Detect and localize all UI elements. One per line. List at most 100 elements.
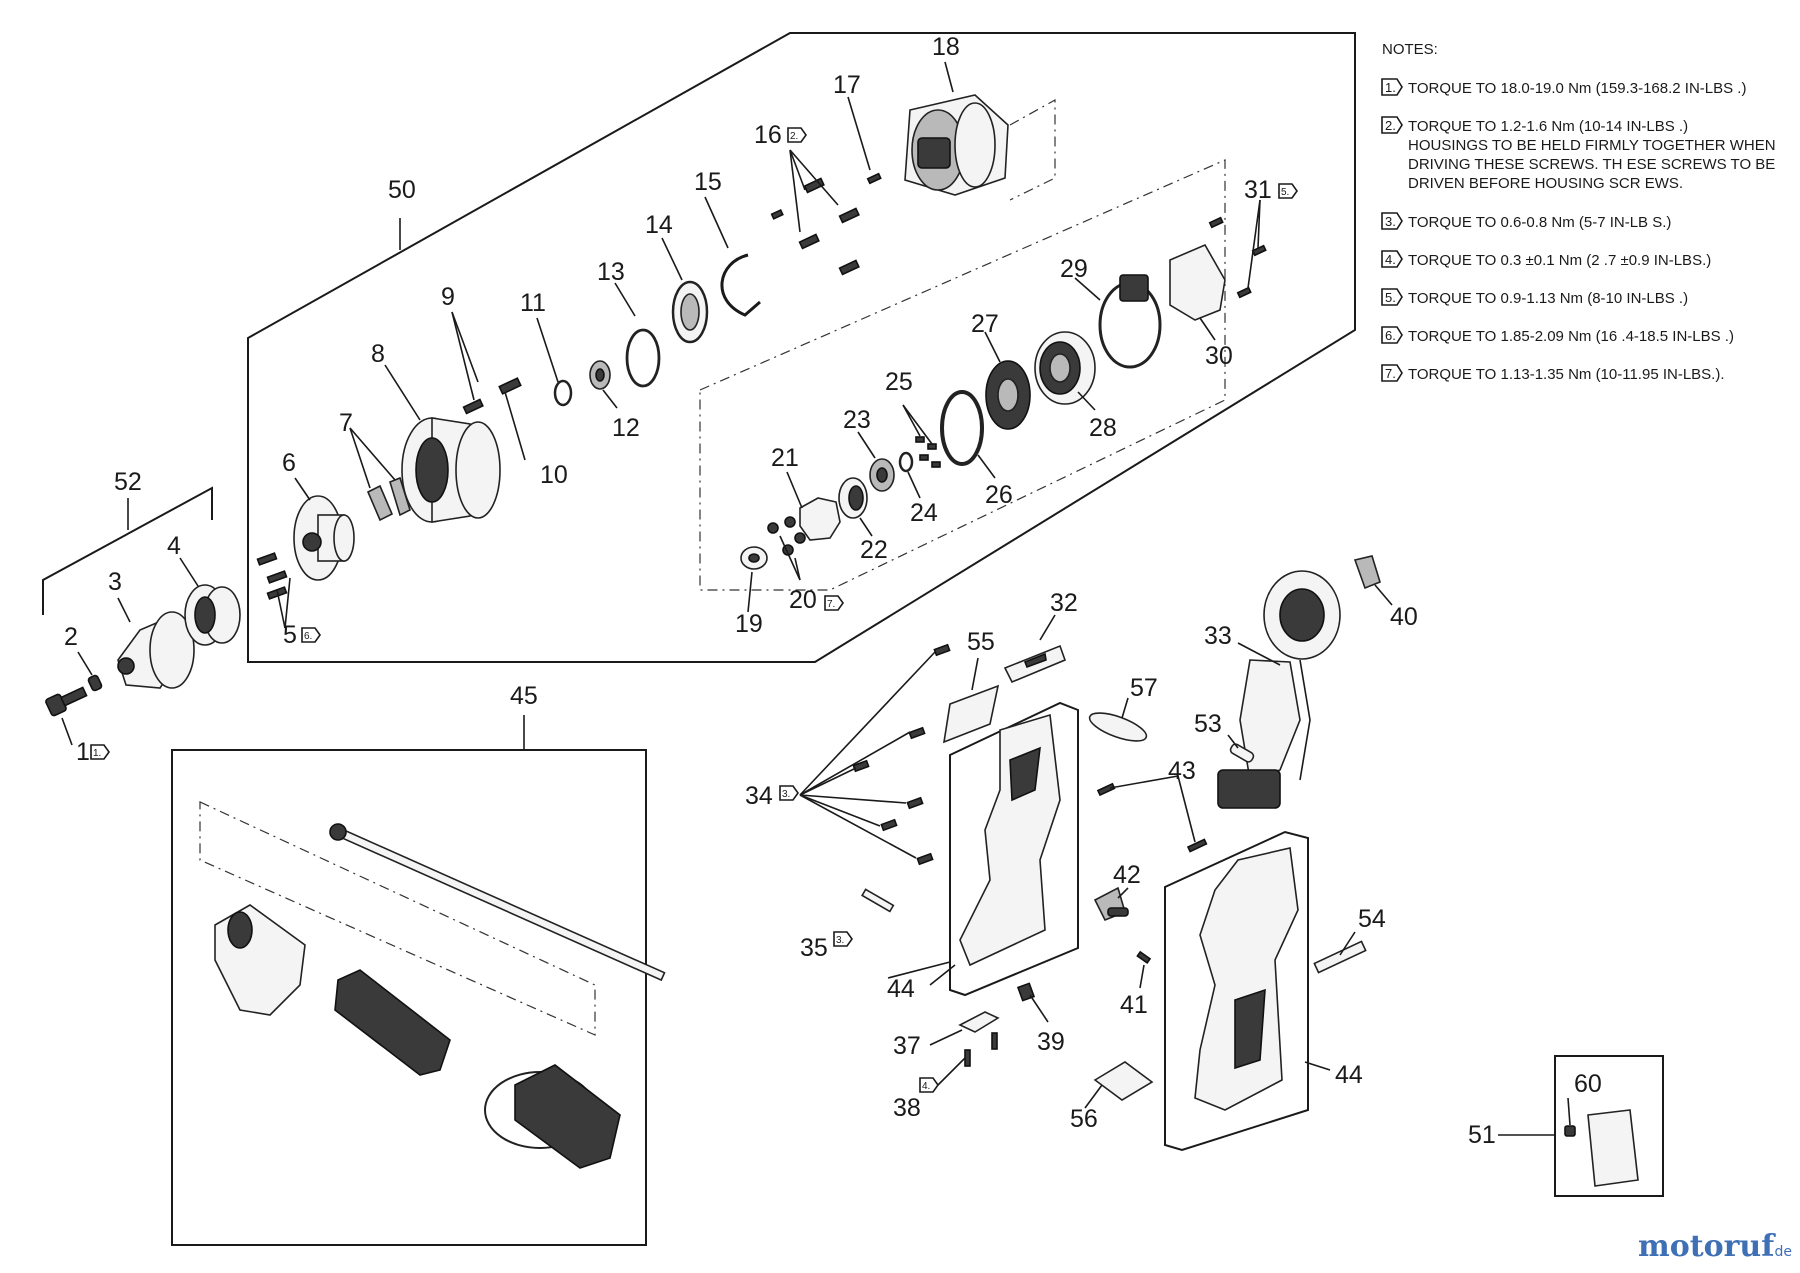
part-26-ring bbox=[940, 390, 984, 466]
callout-53: 53 bbox=[1194, 710, 1222, 738]
part-31-screws bbox=[1208, 216, 1267, 299]
note-reference-tags: 1. 2. 3. 3. 4. 5. 6. 7. bbox=[90, 127, 1298, 1093]
callout-35: 35 bbox=[800, 934, 828, 962]
callout-34: 34 bbox=[745, 782, 773, 810]
part-55-label bbox=[942, 684, 1000, 744]
part-43-springs bbox=[1096, 782, 1208, 853]
ref-tag-2: 2. bbox=[790, 131, 798, 142]
part-2-pin bbox=[87, 674, 103, 692]
housing-left-frame bbox=[949, 701, 1079, 997]
svg-text:motoruf: motoruf bbox=[1638, 1229, 1776, 1264]
part-21-plate bbox=[799, 497, 841, 541]
callout-25: 25 bbox=[885, 368, 913, 396]
part-44-left-housing bbox=[959, 713, 1061, 967]
part-35-pin bbox=[861, 888, 895, 913]
part-16-screws bbox=[770, 177, 860, 276]
callout-52: 52 bbox=[114, 468, 142, 496]
watermark-logo: motoruf .de bbox=[1638, 1229, 1792, 1264]
group-45-inner-dashed bbox=[199, 801, 596, 1036]
callout-11: 11 bbox=[520, 289, 546, 317]
note-1: 1. TORQUE TO 18.0-19.0 Nm (159.3-168.2 I… bbox=[1381, 78, 1746, 97]
part-25-pins bbox=[915, 436, 941, 468]
callout-1: 1 bbox=[76, 738, 90, 766]
callout-55: 55 bbox=[967, 628, 995, 656]
part-29-board bbox=[1098, 274, 1162, 369]
part-33-motor-assembly bbox=[1217, 570, 1341, 809]
leader-lines bbox=[61, 61, 1571, 1126]
callout-4: 4 bbox=[167, 532, 181, 560]
note-5: 5. TORQUE TO 0.9-1.13 Nm (8-10 IN-LBS .) bbox=[1381, 288, 1688, 307]
part-37-latch bbox=[958, 1011, 1000, 1033]
callout-51: 51 bbox=[1468, 1121, 1496, 1149]
ref-tag-6: 6. bbox=[304, 631, 312, 642]
callout-13: 13 bbox=[597, 258, 625, 286]
part-30-plate bbox=[1169, 243, 1226, 321]
part-53-pin bbox=[1229, 743, 1255, 763]
callout-29: 29 bbox=[1060, 255, 1088, 283]
callout-14: 14 bbox=[645, 211, 673, 239]
callout-3: 3 bbox=[108, 568, 122, 596]
part-17-pin bbox=[866, 172, 882, 185]
callout-8: 8 bbox=[371, 340, 385, 368]
part-4-sleeve bbox=[184, 584, 241, 646]
svg-text:HOUSINGS TO BE HELD FIRMLY TOG: HOUSINGS TO BE HELD FIRMLY TOGETHER WHEN bbox=[1408, 137, 1776, 154]
part-44-right-housing bbox=[1194, 847, 1299, 1111]
part-60-screw bbox=[1564, 1125, 1576, 1137]
svg-text:TORQUE TO 0.3 ±0.1 Nm (2 .7 ±0: TORQUE TO 0.3 ±0.1 Nm (2 .7 ±0.9 IN-LBS.… bbox=[1408, 252, 1711, 269]
svg-text:TORQUE TO 1.13-1.35 Nm (10-11.: TORQUE TO 1.13-1.35 Nm (10-11.95 IN-LBS.… bbox=[1408, 366, 1725, 383]
part-24-ring bbox=[898, 451, 914, 473]
callout-27: 27 bbox=[971, 310, 999, 338]
callout-44-right: 44 bbox=[1335, 1061, 1363, 1089]
callout-38: 38 bbox=[893, 1094, 921, 1122]
svg-text:TORQUE TO 18.0-19.0 Nm (159.3-: TORQUE TO 18.0-19.0 Nm (159.3-168.2 IN-L… bbox=[1408, 80, 1746, 97]
svg-text:4.: 4. bbox=[1385, 252, 1396, 267]
callout-26: 26 bbox=[985, 481, 1013, 509]
part-15-clip bbox=[720, 253, 761, 317]
callout-31: 31 bbox=[1244, 176, 1272, 204]
part-34-screws bbox=[852, 643, 951, 866]
callout-30: 30 bbox=[1205, 342, 1233, 370]
part-27-rotor bbox=[985, 360, 1031, 430]
ref-tag-3a: 3. bbox=[782, 789, 790, 800]
ref-tag-7: 7. bbox=[827, 599, 835, 610]
callout-54: 54 bbox=[1358, 905, 1386, 933]
group-50-frame bbox=[247, 32, 1356, 663]
callout-50: 50 bbox=[388, 176, 416, 204]
part-9-springs bbox=[462, 377, 522, 415]
group-50-inner-dashed bbox=[699, 159, 1226, 591]
housing-right-frame bbox=[1164, 830, 1309, 1152]
part-40-switch bbox=[1353, 555, 1381, 590]
group-45-frame bbox=[171, 749, 647, 1246]
note-2: 2. TORQUE TO 1.2-1.6 Nm (10-14 IN-LBS .)… bbox=[1381, 116, 1776, 192]
svg-text:3.: 3. bbox=[1385, 214, 1396, 229]
callout-5: 5 bbox=[283, 621, 297, 649]
callout-20: 20 bbox=[789, 586, 817, 614]
callout-45: 45 bbox=[510, 682, 538, 710]
part-38-screws bbox=[964, 1032, 998, 1067]
part-3-chuck bbox=[117, 611, 195, 689]
callout-42: 42 bbox=[1113, 861, 1141, 889]
part-13-ring bbox=[625, 328, 661, 388]
callout-40: 40 bbox=[1390, 603, 1418, 631]
callout-28: 28 bbox=[1089, 414, 1117, 442]
part-54-pin bbox=[1313, 940, 1367, 974]
notes-panel: NOTES: 1. TORQUE TO 18.0-19.0 Nm (159.3-… bbox=[1381, 41, 1776, 383]
part-5-screws bbox=[256, 552, 288, 600]
group-52-bracket bbox=[42, 486, 213, 615]
part-32-plate bbox=[1003, 644, 1067, 684]
part-18-front-housing bbox=[904, 94, 1009, 196]
callout-17: 17 bbox=[833, 71, 861, 99]
svg-text:TORQUE TO 1.2-1.6 Nm (10-14 IN: TORQUE TO 1.2-1.6 Nm (10-14 IN-LBS .) bbox=[1408, 118, 1688, 135]
ref-tag-5: 5. bbox=[1281, 187, 1289, 198]
callout-12: 12 bbox=[612, 414, 640, 442]
ref-tag-1: 1. bbox=[93, 748, 101, 759]
part-23-pinion bbox=[869, 458, 895, 492]
part-14-ring bbox=[671, 280, 709, 344]
svg-text:2.: 2. bbox=[1385, 118, 1396, 133]
callout-numbers: 1 2 3 4 5 6 7 8 9 10 11 12 13 14 15 16 1… bbox=[64, 33, 1602, 1149]
svg-text:5.: 5. bbox=[1385, 290, 1396, 305]
callout-9: 9 bbox=[441, 283, 455, 311]
svg-text:7.: 7. bbox=[1385, 366, 1396, 381]
part-45-side-handle bbox=[214, 823, 666, 1169]
